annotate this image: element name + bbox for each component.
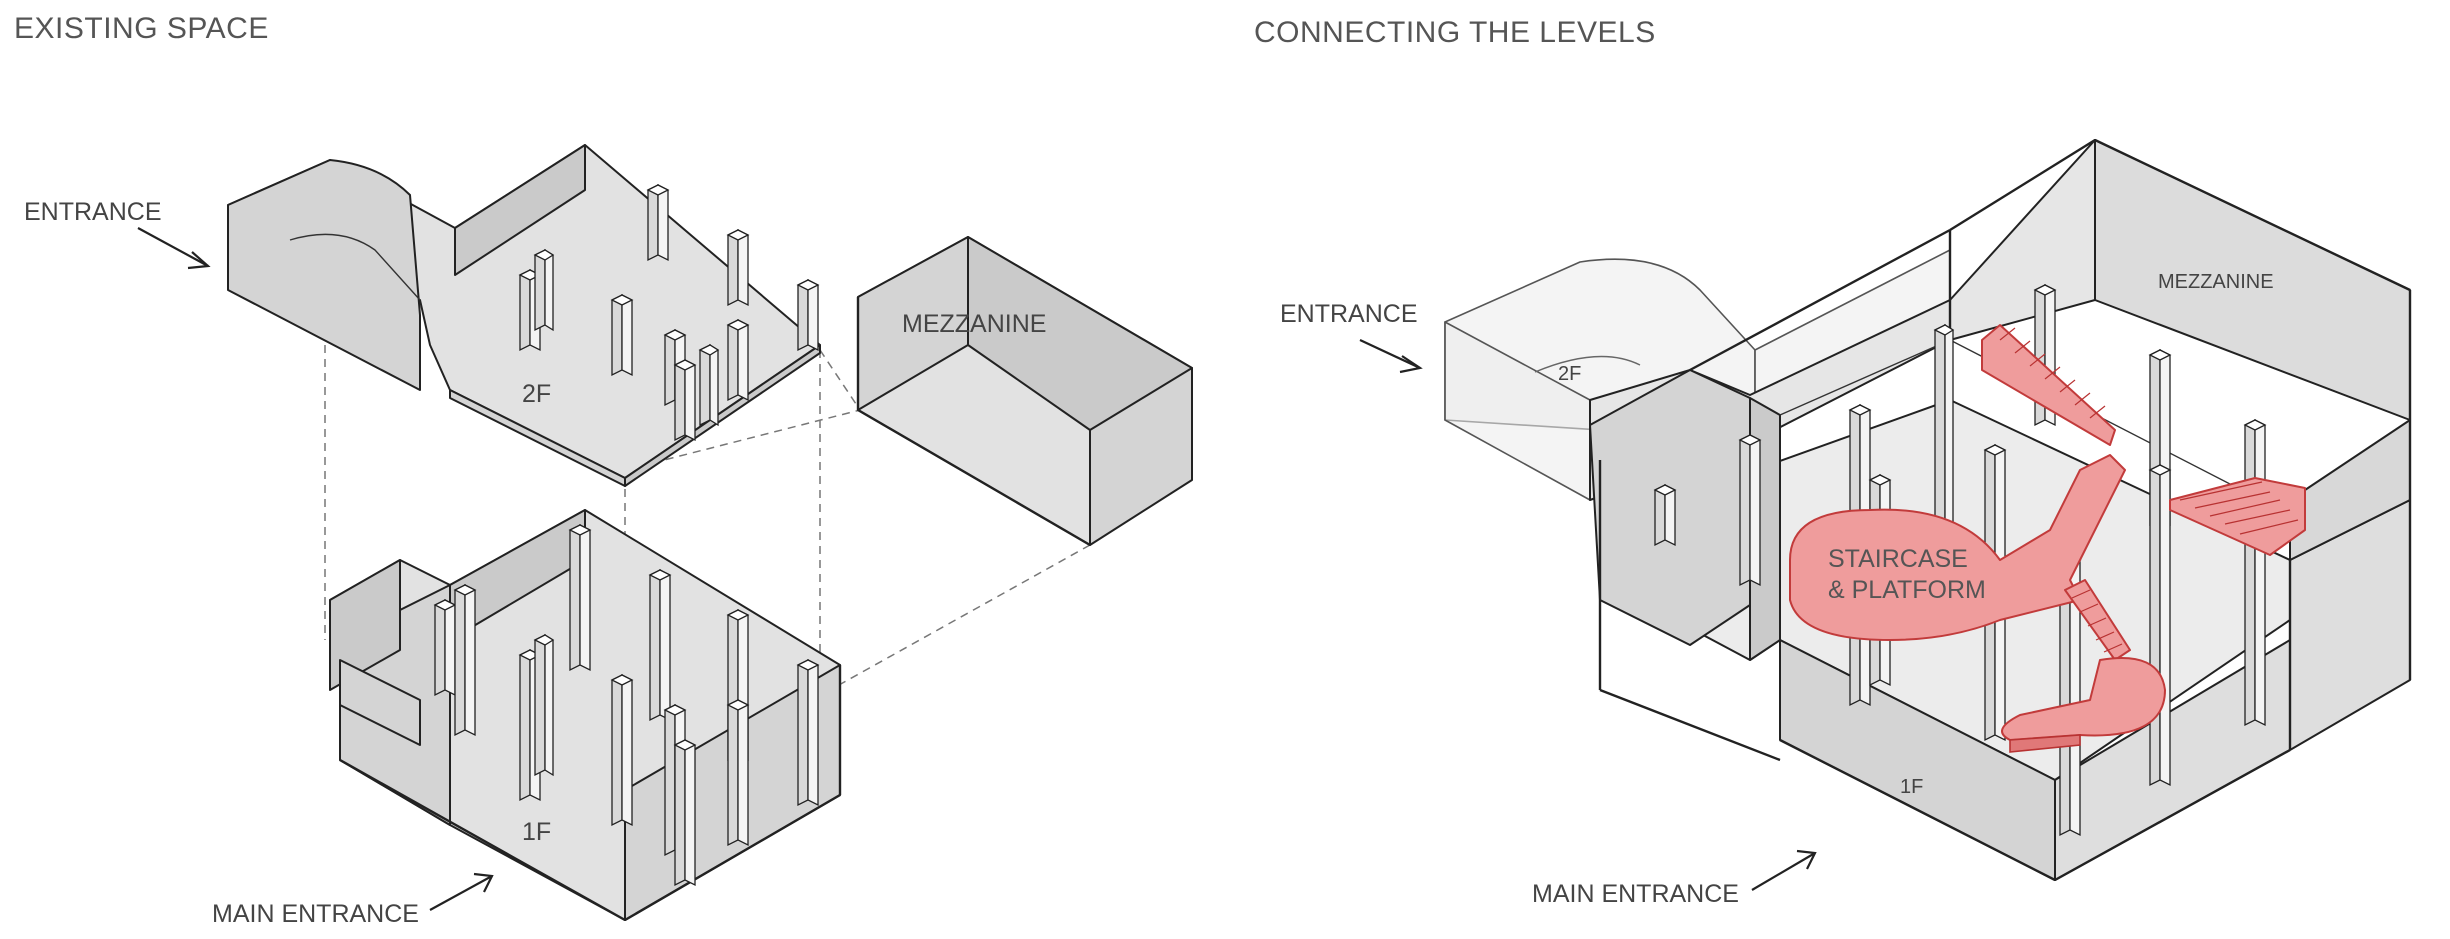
column bbox=[453, 583, 477, 737]
column bbox=[648, 568, 672, 722]
lower-landing bbox=[2001, 657, 2166, 741]
column bbox=[2243, 418, 2267, 727]
column bbox=[726, 228, 750, 307]
label-staircase-line1: STAIRCASE bbox=[1828, 545, 1968, 573]
column bbox=[533, 248, 555, 332]
columns-2f bbox=[518, 183, 820, 442]
back-wall-2f bbox=[454, 144, 586, 276]
title-existing-space: EXISTING SPACE bbox=[14, 12, 269, 45]
title-connecting-levels: CONNECTING THE LEVELS bbox=[1254, 16, 1656, 49]
label-2f-right: 2F bbox=[1558, 363, 1581, 385]
column bbox=[1738, 433, 1762, 587]
label-entrance-left: ENTRANCE bbox=[24, 198, 162, 226]
column bbox=[1653, 483, 1677, 547]
column bbox=[568, 523, 592, 672]
entrance-curved-wall bbox=[227, 159, 421, 391]
platform bbox=[1789, 454, 2126, 641]
column bbox=[673, 358, 697, 442]
arrow-main-entrance-right bbox=[1751, 849, 1817, 891]
label-1f-right: 1F bbox=[1900, 776, 1923, 798]
column bbox=[646, 183, 670, 262]
column bbox=[796, 658, 820, 807]
label-entrance-right: ENTRANCE bbox=[1280, 300, 1418, 328]
stair-down bbox=[2064, 579, 2131, 661]
stair-upper bbox=[1981, 324, 2116, 446]
arrow-entrance-right bbox=[1359, 339, 1423, 374]
label-mezzanine-left: MEZZANINE bbox=[902, 310, 1046, 338]
column bbox=[698, 343, 720, 427]
label-staircase-line2: & PLATFORM bbox=[1828, 576, 1986, 604]
arrow-main-entrance-left bbox=[429, 872, 494, 911]
mezzanine-box-existing bbox=[856, 236, 1193, 547]
column bbox=[2148, 463, 2172, 787]
stair-mezzanine-right bbox=[2169, 477, 2306, 556]
column bbox=[673, 738, 697, 887]
label-main-entrance-left: MAIN ENTRANCE bbox=[212, 900, 419, 928]
column bbox=[610, 673, 634, 827]
label-1f-left: 1F bbox=[522, 818, 551, 846]
column bbox=[610, 293, 634, 377]
column bbox=[433, 598, 457, 697]
label-mezzanine-right: MEZZANINE bbox=[2158, 271, 2274, 293]
staircase-and-platform bbox=[1789, 324, 2306, 753]
column bbox=[533, 633, 555, 777]
column bbox=[726, 318, 750, 402]
label-main-entrance-right: MAIN ENTRANCE bbox=[1532, 880, 1739, 908]
column bbox=[796, 278, 820, 352]
columns-1f bbox=[433, 523, 820, 887]
column bbox=[726, 698, 750, 847]
arrow-entrance-left bbox=[137, 227, 211, 270]
label-2f-left: 2F bbox=[522, 380, 551, 408]
